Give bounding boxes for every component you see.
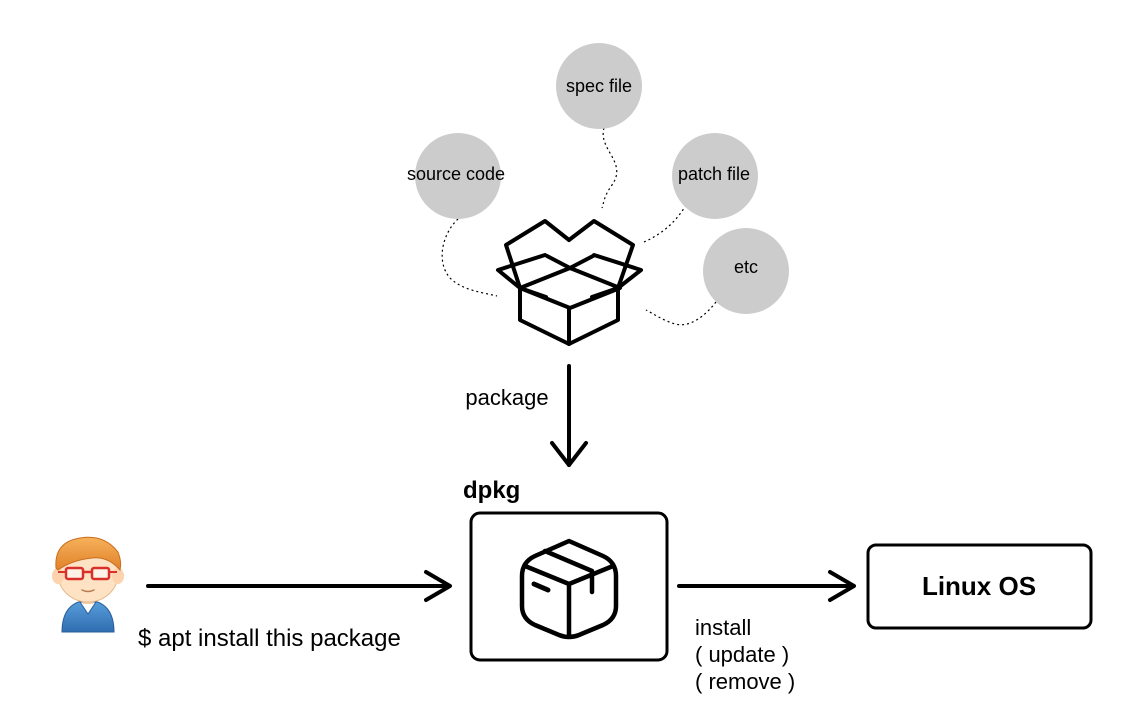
bubble-label: patch file <box>678 164 750 184</box>
install-arrow <box>677 570 856 602</box>
bubble-circle <box>672 133 758 219</box>
command-arrow <box>146 570 452 602</box>
connector-source-code <box>441 218 498 297</box>
open-box-icon <box>496 219 643 346</box>
bubble-label: spec file <box>566 76 632 96</box>
dpkg-label: dpkg <box>463 477 520 504</box>
connector-patch-file <box>643 204 687 243</box>
action-install-label: install <box>695 615 751 640</box>
input-bubble-etc: etc <box>703 228 789 314</box>
bubble-label: etc <box>734 257 758 277</box>
action-remove-label: ( remove ) <box>695 669 795 694</box>
action-update-label: ( update ) <box>695 642 789 667</box>
connector-spec-file <box>601 127 618 209</box>
input-bubble-source-code: source code <box>407 133 505 219</box>
package-box-icon <box>519 538 619 640</box>
bubble-circle <box>556 43 642 129</box>
user-avatar-icon <box>52 536 124 633</box>
input-bubble-patch-file: patch file <box>672 133 758 219</box>
linux-os-label: Linux OS <box>922 571 1036 601</box>
package-arrow-label: package <box>465 385 548 410</box>
apt-command-label: $ apt install this package <box>138 625 401 652</box>
bubble-circle <box>703 228 789 314</box>
bubble-circle <box>415 133 501 219</box>
bubble-label: source code <box>407 164 505 184</box>
connector-etc <box>645 301 717 326</box>
linux-os-box <box>866 543 1093 630</box>
dotted-connectors <box>441 127 717 326</box>
package-arrow <box>550 364 588 467</box>
input-bubble-spec-file: spec file <box>556 43 642 129</box>
